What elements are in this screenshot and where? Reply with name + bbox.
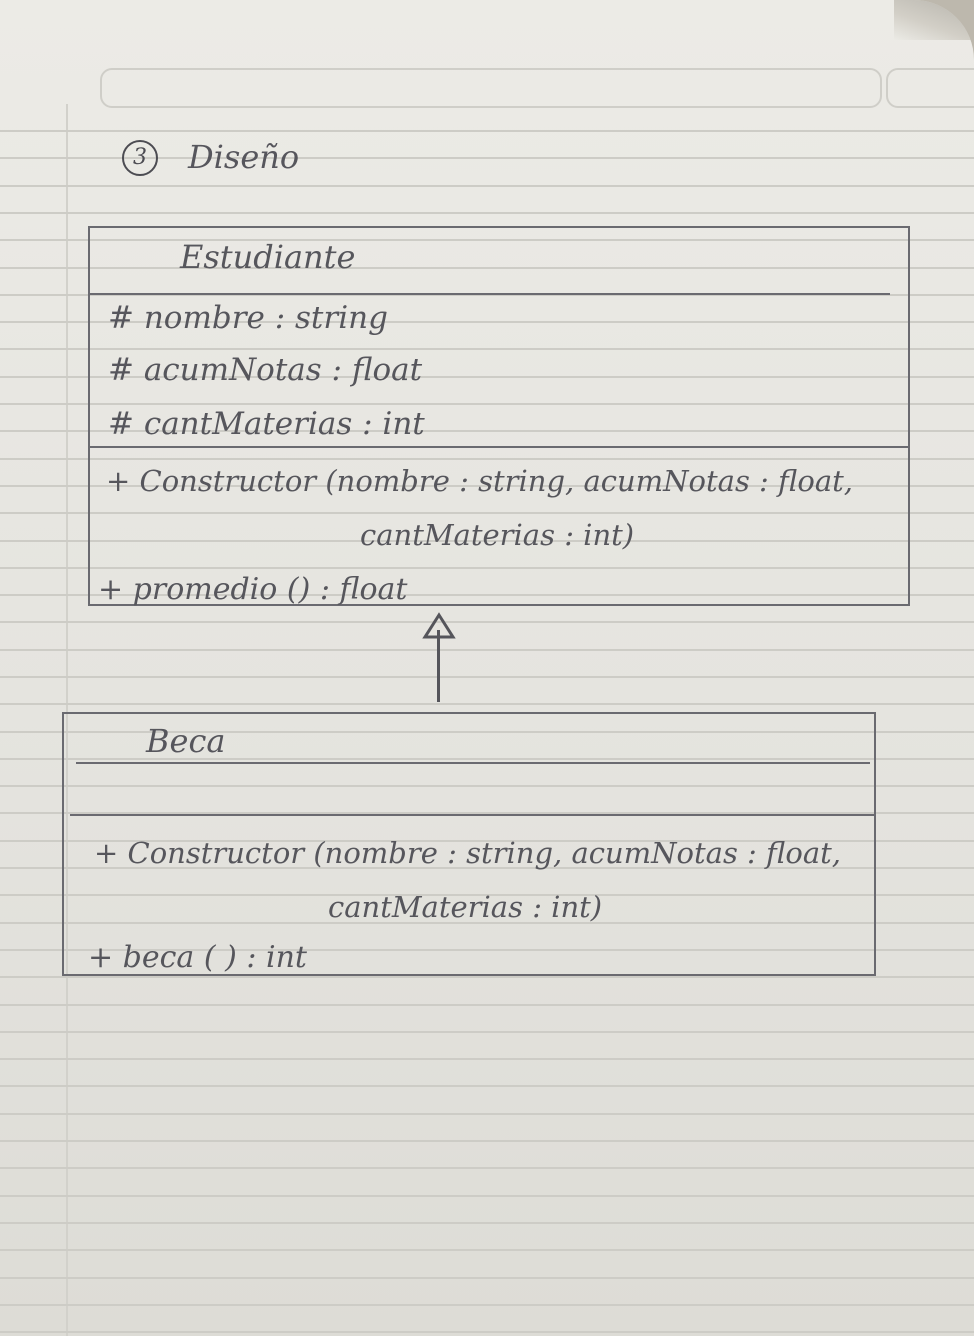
ruled-line — [0, 1277, 974, 1279]
ruled-line — [0, 812, 974, 814]
ruled-line — [0, 649, 974, 651]
ruled-line — [0, 703, 974, 705]
estudiante-name-separator — [88, 293, 890, 295]
ruled-line — [0, 376, 974, 378]
section-number: 3 — [122, 140, 158, 176]
ruled-line — [0, 1031, 974, 1033]
ruled-line — [0, 949, 974, 951]
class-box-beca — [62, 712, 876, 976]
inheritance-arrow-shaft — [437, 630, 440, 702]
ruled-line — [0, 458, 974, 460]
estudiante-method-constructor-cont: cantMaterias : int) — [360, 518, 635, 552]
header-box-left — [100, 68, 882, 108]
margin-line — [66, 104, 68, 1336]
ruled-line — [0, 485, 974, 487]
estudiante-method-constructor: + Constructor (nombre : string, acumNota… — [106, 464, 853, 498]
beca-attr-separator — [70, 814, 874, 816]
ruled-line — [0, 922, 974, 924]
ruled-line — [0, 157, 974, 159]
ruled-line — [0, 321, 974, 323]
ruled-line — [0, 1058, 974, 1060]
beca-name-separator — [76, 762, 870, 764]
ruled-line — [0, 1167, 974, 1169]
estudiante-attribute-acumnotas: # acumNotas : float — [108, 352, 423, 388]
ruled-line — [0, 294, 974, 296]
ruled-line — [0, 840, 974, 842]
ruled-line — [0, 430, 974, 432]
beca-method-constructor-cont: cantMaterias : int) — [328, 890, 603, 924]
ruled-line — [0, 348, 974, 350]
estudiante-method-promedio: + promedio () : float — [98, 572, 408, 607]
ruled-line — [0, 594, 974, 596]
ruled-line — [0, 540, 974, 542]
ruled-line — [0, 976, 974, 978]
ruled-line — [0, 1249, 974, 1251]
ruled-line — [0, 1113, 974, 1115]
beca-method-constructor: + Constructor (nombre : string, acumNota… — [94, 836, 841, 870]
ruled-line — [0, 1085, 974, 1087]
estudiante-attr-separator — [88, 446, 910, 448]
ruled-line — [0, 567, 974, 569]
estudiante-attribute-cantmaterias: # cantMaterias : int — [108, 406, 425, 442]
ruled-line — [0, 239, 974, 241]
ruled-line — [0, 785, 974, 787]
beca-class-name: Beca — [146, 722, 226, 760]
ruled-line — [0, 1195, 974, 1197]
page-corner-shadow — [894, 0, 974, 40]
estudiante-attribute-nombre: # nombre : string — [108, 300, 388, 336]
ruled-line — [0, 512, 974, 514]
ruled-line — [0, 894, 974, 896]
header-box-right — [886, 68, 974, 108]
ruled-line — [0, 1222, 974, 1224]
beca-method-beca: + beca ( ) : int — [88, 940, 307, 975]
ruled-line — [0, 267, 974, 269]
section-title: Diseño — [188, 138, 300, 176]
ruled-line — [0, 1140, 974, 1142]
ruled-line — [0, 758, 974, 760]
ruled-line — [0, 621, 974, 623]
ruled-line — [0, 1004, 974, 1006]
estudiante-class-name: Estudiante — [180, 238, 356, 276]
ruled-line — [0, 212, 974, 214]
class-box-estudiante — [88, 226, 910, 606]
ruled-line — [0, 867, 974, 869]
ruled-line — [0, 676, 974, 678]
ruled-line — [0, 130, 974, 132]
ruled-line — [0, 1304, 974, 1306]
ruled-line — [0, 185, 974, 187]
ruled-line — [0, 731, 974, 733]
ruled-line — [0, 403, 974, 405]
ruled-line — [0, 1331, 974, 1333]
